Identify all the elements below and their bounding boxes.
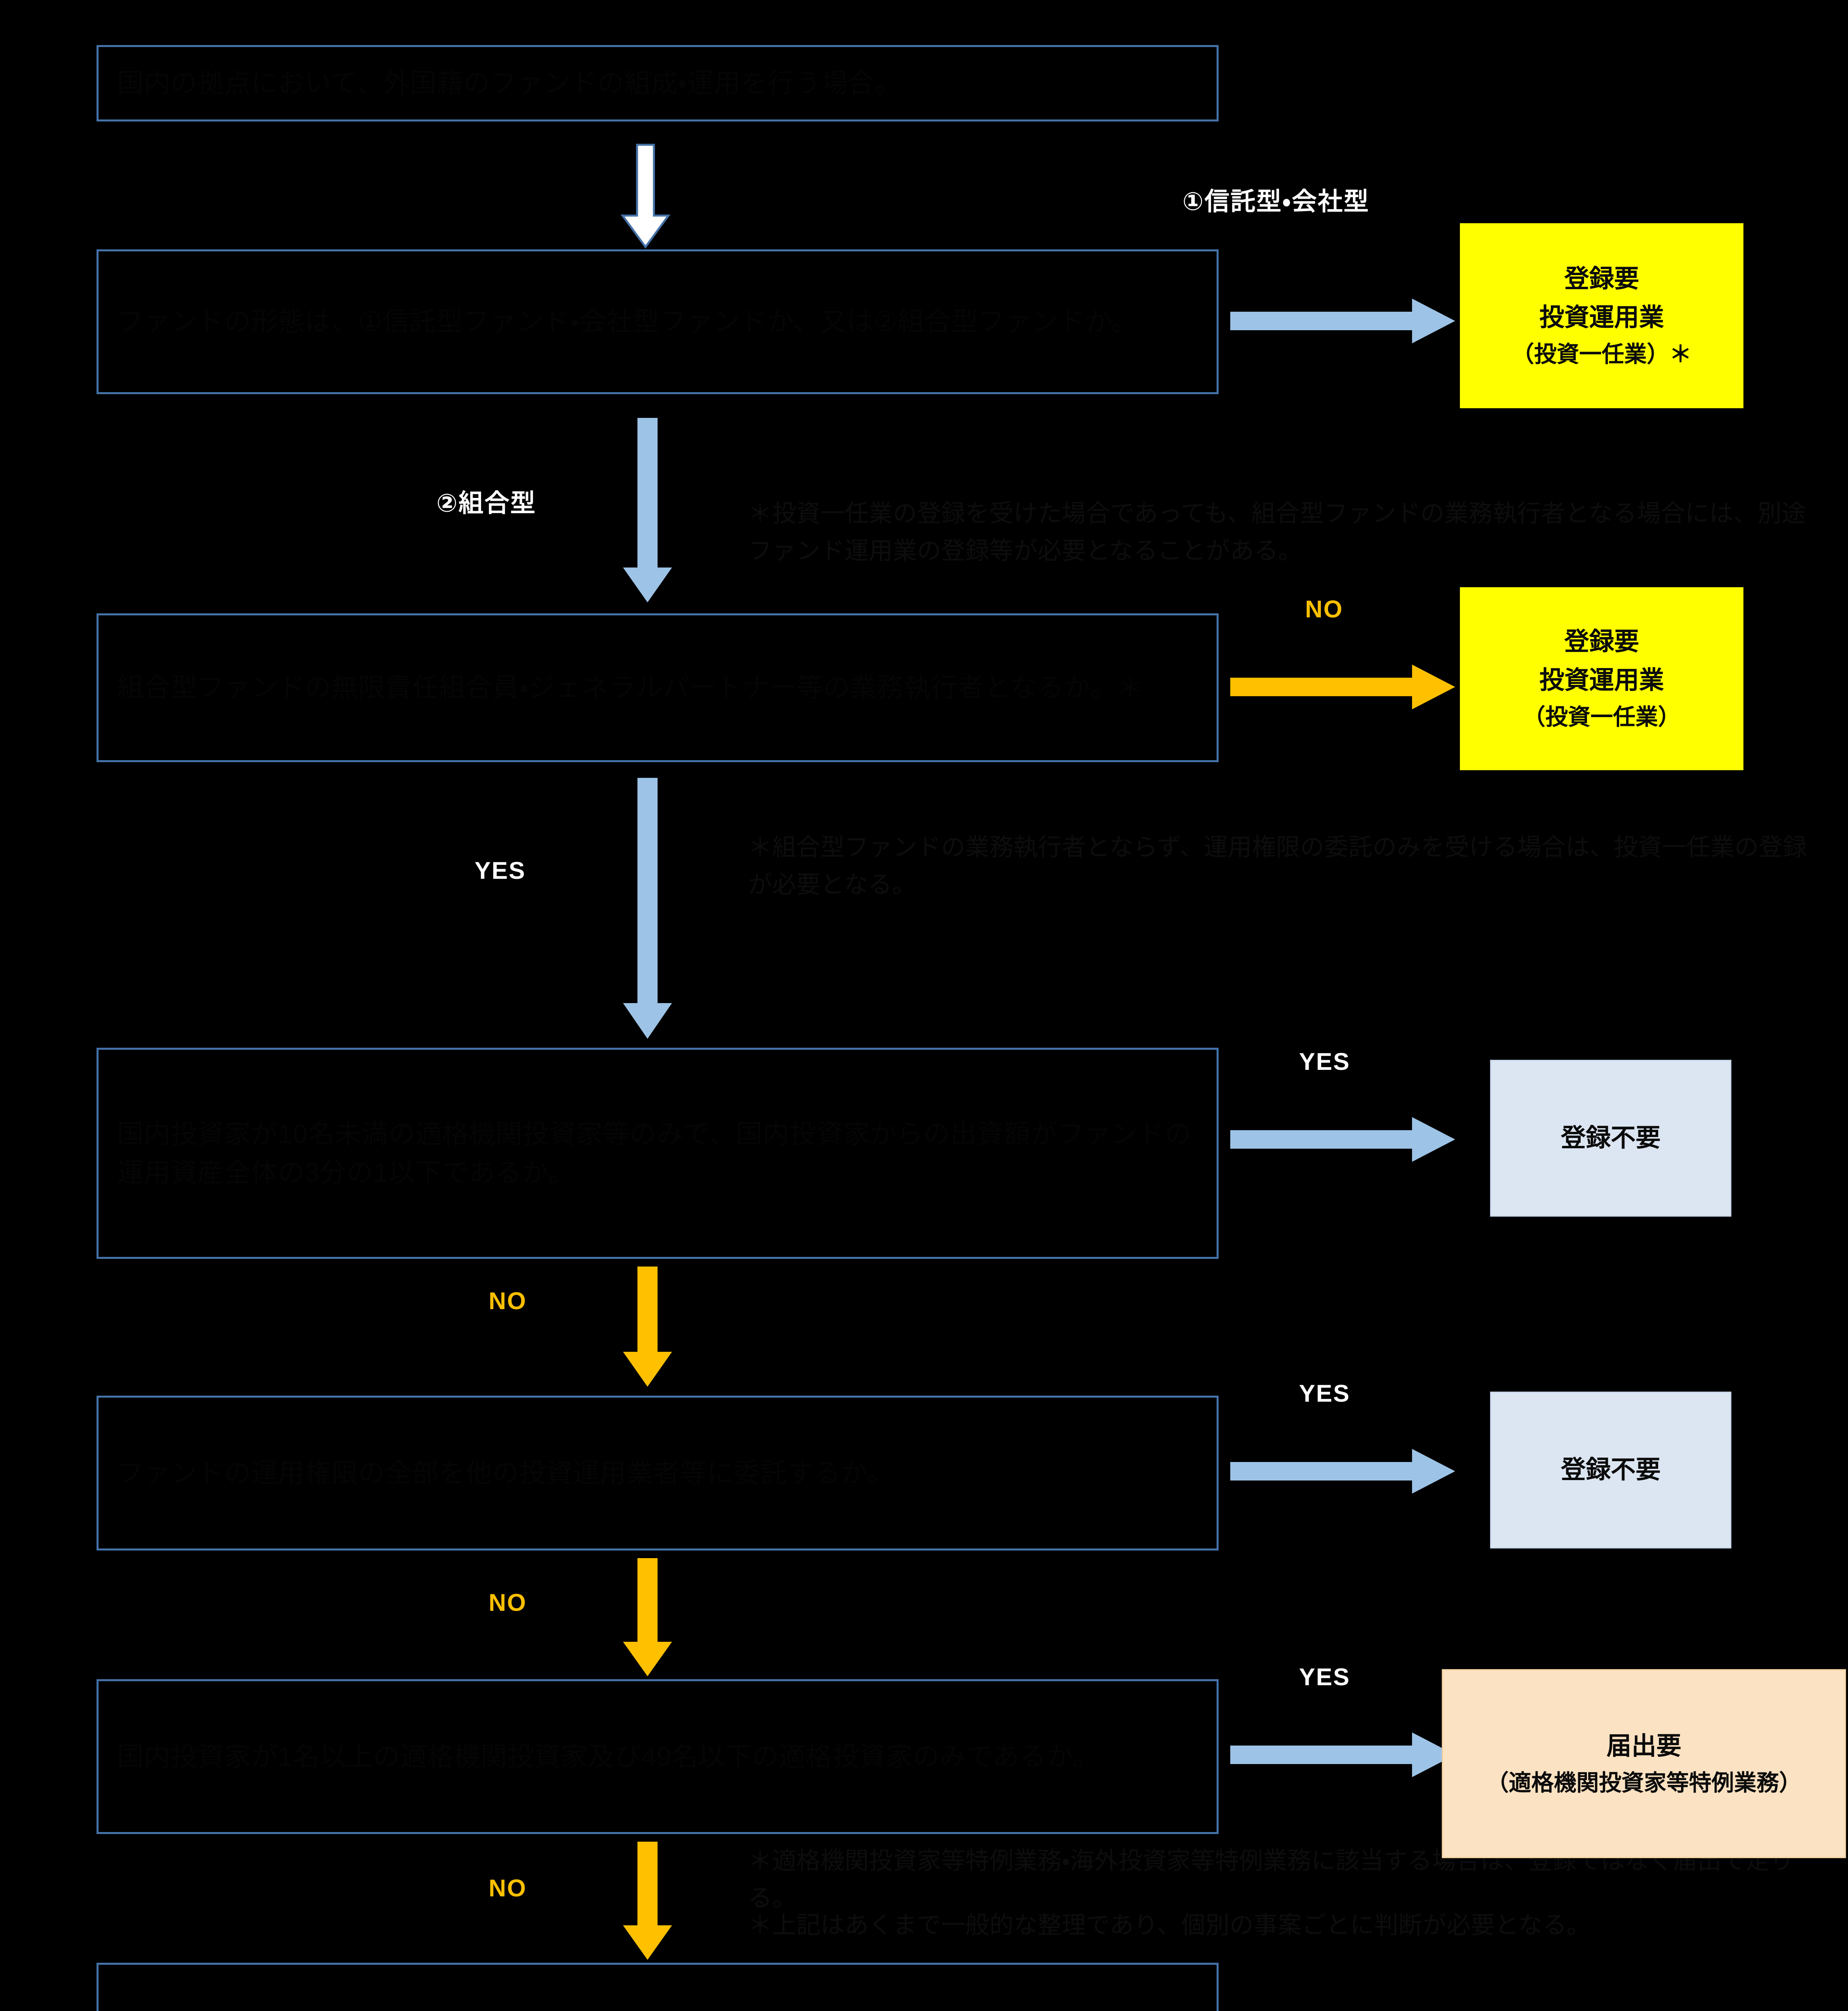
arrow-q5-to-q6 (621, 1558, 674, 1677)
arrow-q6-to-q7 (621, 1842, 674, 1961)
result-box-3[interactable]: 登録不要 (1490, 1060, 1731, 1217)
result-1-line-1: 登録要 (1564, 265, 1639, 293)
edge-label-yes-1: YES (475, 857, 526, 884)
result-4-line-1: 登録不要 (1560, 1456, 1661, 1484)
question-4-text: 国内投資家が10名未満の適格機関投資家等のみで、国内投資家からの出資額がファンド… (117, 1119, 1192, 1187)
note-4: ＊上記はあくまで一般的な整理であり、個別の事案ごとに判断が必要となる。 (748, 1912, 1591, 1939)
question-box-5[interactable]: ファンドの運用権限の全部を他の投資運用業者等に委託するか。 (97, 1396, 1219, 1550)
question-5-text: ファンドの運用権限の全部を他の投資運用業者等に委託するか。 (117, 1458, 894, 1488)
result-box-1[interactable]: 登録要 投資運用業 （投資一任業）＊ (1460, 223, 1743, 408)
question-box-4[interactable]: 国内投資家が10名未満の適格機関投資家等のみで、国内投資家からの出資額がファンド… (97, 1048, 1219, 1259)
result-2-line-3: （投資一任業） (1523, 704, 1681, 730)
edge-label-no-1: NO (1305, 596, 1343, 623)
edge-label-yes-4: YES (1299, 1663, 1351, 1690)
result-box-4[interactable]: 登録不要 (1490, 1392, 1731, 1548)
question-box-3[interactable]: 組合型ファンドの無限責任組合員・ジェネラルパートナー等の業務執行者となるか。＊ (97, 613, 1219, 762)
edge-label-branch-2: ②組合型 (436, 489, 537, 517)
result-1-line-2: 投資運用業 (1539, 303, 1664, 331)
result-5-line-2: （適格機関投資家等特例業務） (1486, 1770, 1802, 1795)
arrow-q4-to-result-3 (1230, 1116, 1456, 1164)
question-2-text: ファンドの形態は、①信託型ファンド・会社型ファンドか、又は②組合型ファンドか。 (117, 306, 1139, 337)
result-1-line-3: （投資一任業）＊ (1511, 341, 1692, 367)
arrow-q2-to-q3 (621, 418, 674, 603)
result-2-line-2: 投資運用業 (1539, 666, 1664, 695)
edge-label-yes-2: YES (1299, 1048, 1351, 1075)
note-2: ＊組合型ファンドの業務執行者とならず、運用権限の委託のみを受ける場合は、投資一任… (748, 834, 1807, 898)
edge-label-no-4: NO (489, 1875, 527, 1902)
arrow-q5-to-result-4 (1230, 1448, 1456, 1496)
edge-label-no-2: NO (489, 1287, 527, 1314)
question-box-6[interactable]: 国内投資家が1名以上の適格機関投資家及び49名以下の適格投資家のみであるか。 (97, 1679, 1219, 1834)
arrow-q4-to-q5 (621, 1267, 674, 1388)
note-1: ＊投資一任業の登録を受けた場合であっても、組合型ファンドの業務執行者となる場合に… (748, 500, 1806, 564)
arrow-q3-to-q4 (621, 778, 674, 1040)
result-box-2[interactable]: 登録要 投資運用業 （投資一任業） (1460, 587, 1743, 770)
result-box-5[interactable]: 届出要 （適格機関投資家等特例業務） (1442, 1669, 1846, 1858)
question-3-text: 組合型ファンドの無限責任組合員・ジェネラルパートナー等の業務執行者となるか。＊ (117, 672, 1144, 703)
result-5-line-1: 届出要 (1606, 1732, 1681, 1760)
result-3-line-1: 登録不要 (1560, 1124, 1661, 1152)
question-6-text: 国内投資家が1名以上の適格機関投資家及び49名以下の適格投資家のみであるか。 (117, 1741, 1100, 1771)
arrow-q6-to-result-5 (1230, 1731, 1456, 1780)
edge-label-yes-3: YES (1299, 1380, 1351, 1407)
arrow-q3-to-result-2 (1230, 664, 1456, 712)
question-box-2[interactable]: ファンドの形態は、①信託型ファンド・会社型ファンドか、又は②組合型ファンドか。 (97, 249, 1219, 394)
question-1-text: 国内の拠点において、外国籍のファンドの組成・運用を行う場合。 (117, 68, 902, 98)
arrow-q2-to-result-1 (1230, 298, 1456, 346)
question-box-1[interactable]: 国内の拠点において、外国籍のファンドの組成・運用を行う場合。 (97, 45, 1219, 121)
edge-label-branch-1: ①信託型・会社型 (1182, 188, 1370, 216)
result-2-line-1: 登録要 (1564, 628, 1639, 656)
edge-label-no-3: NO (489, 1589, 527, 1616)
question-box-7[interactable]: 国内投資家が適格機関投資家及び一定の海外投資家等のみであるか。 (97, 1963, 1219, 2011)
arrow-q1-to-q2 (619, 144, 672, 249)
